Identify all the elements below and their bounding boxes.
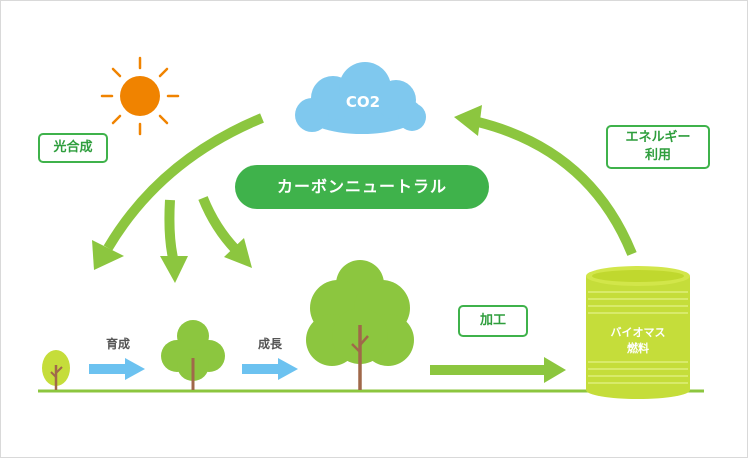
absorption-arrow-2 [198,196,252,268]
biomass-fuel-label-line2: 燃料 [627,342,649,355]
sun-icon [100,56,180,136]
processing-arrow [430,357,566,383]
co2-label: CO2 [345,93,381,111]
biomass-fuel-label: バイオマス 燃料 [588,325,688,357]
biomass-fuel-label-line1: バイオマス [610,326,666,339]
photosynthesis-label: 光合成 [38,133,108,163]
absorption-arrow-1 [160,199,188,283]
cloud-icon [295,62,426,134]
biomass-tank-icon [586,266,690,399]
energy-use-label-line2: 利用 [644,148,671,163]
sapling-icon [42,350,70,390]
growth-arrow [242,358,298,380]
energy-use-label: エネルギー 利用 [606,125,710,169]
large-tree-icon [306,260,414,390]
energy-use-label-line1: エネルギー [625,130,691,145]
carbon-neutral-badge: カーボンニュートラル [235,165,489,209]
growth-sprout-label: 育成 [105,337,130,351]
growth-sprout-arrow [89,358,145,380]
photosynthesis-arrow [92,113,264,270]
small-tree-icon [161,320,225,390]
energy-use-arrow [454,105,637,256]
growth-label: 成長 [257,337,282,351]
processing-label: 加工 [458,305,528,337]
